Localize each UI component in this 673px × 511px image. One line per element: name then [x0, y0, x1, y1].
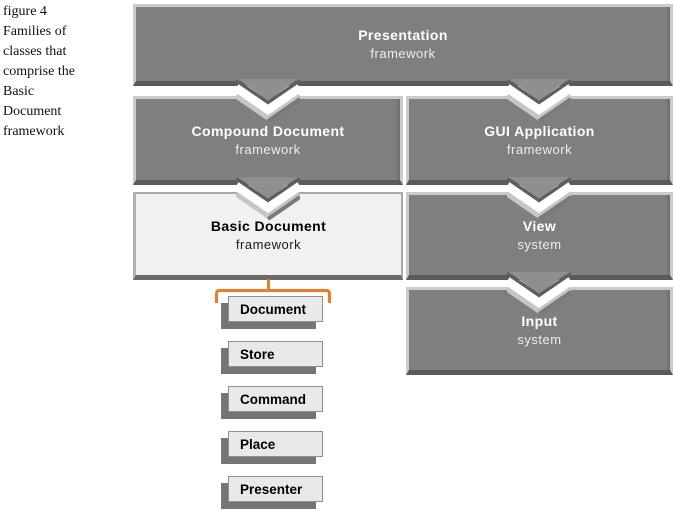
- class-item-label: Store: [240, 346, 275, 362]
- box-title: Basic Document: [210, 217, 327, 234]
- box-subtitle: framework: [235, 236, 302, 252]
- box-title: Compound Document: [191, 122, 345, 139]
- box-subtitle: framework: [370, 46, 436, 61]
- class-item-label: Place: [240, 436, 276, 452]
- chevron-down-icon: [236, 177, 300, 221]
- caption-line: Document: [3, 104, 62, 119]
- box-subtitle: system: [517, 237, 562, 252]
- caption-line: Families of: [3, 24, 67, 39]
- chevron-down-icon: [507, 272, 571, 316]
- chevron-down-icon: [236, 79, 300, 123]
- class-item-label: Document: [240, 301, 307, 317]
- caption-line: classes that: [3, 44, 67, 59]
- class-item-document: Document: [228, 296, 323, 322]
- class-item-command: Command: [228, 386, 323, 412]
- caption-line: comprise the: [3, 64, 75, 79]
- box-presentation-framework: Presentation framework: [133, 4, 673, 86]
- box-title: Input: [521, 313, 558, 329]
- figure-caption: figure 4 Families of classes that comprise …: [3, 2, 129, 142]
- caption-line: framework: [3, 124, 65, 139]
- class-item-place: Place: [228, 431, 323, 457]
- box-subtitle: framework: [506, 141, 573, 157]
- class-item-label: Presenter: [240, 481, 303, 497]
- box-input-system: Input system: [406, 287, 673, 375]
- class-item-label: Command: [240, 391, 307, 407]
- box-subtitle: framework: [235, 141, 301, 157]
- class-item-store: Store: [228, 341, 323, 367]
- chevron-down-icon: [507, 177, 571, 221]
- orange-bracket-connector: [215, 279, 331, 303]
- caption-line: figure 4: [3, 4, 47, 19]
- box-title: GUI Application: [484, 122, 595, 139]
- caption-line: Basic: [3, 84, 35, 99]
- chevron-down-icon: [507, 79, 571, 123]
- class-item-presenter: Presenter: [228, 476, 323, 502]
- box-title: View: [522, 218, 557, 234]
- box-title: Presentation: [358, 27, 448, 43]
- box-subtitle: system: [517, 332, 562, 347]
